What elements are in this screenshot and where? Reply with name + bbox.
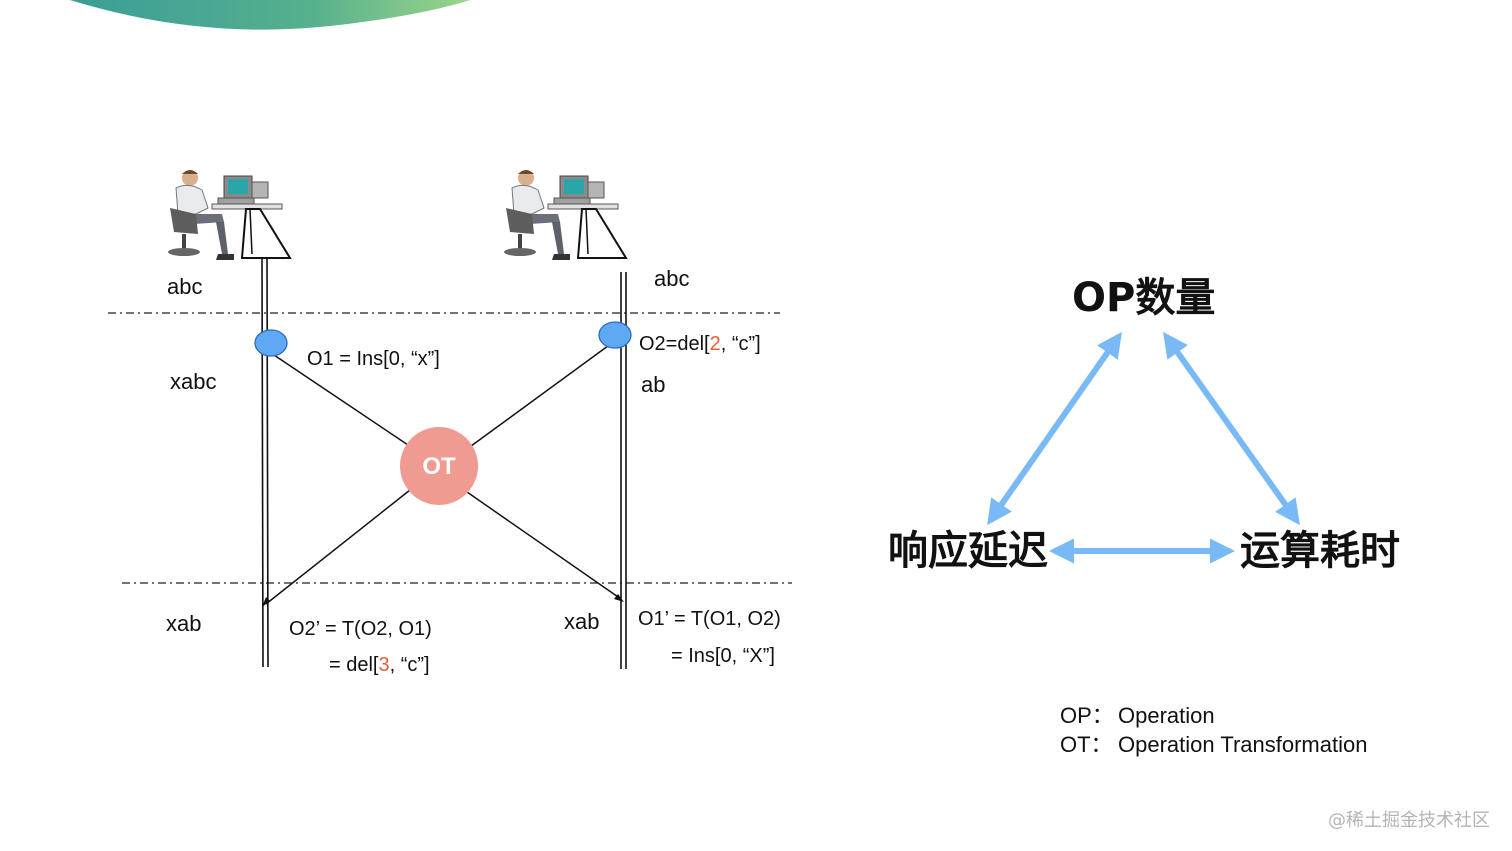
client-b-after-op-state: ab xyxy=(641,372,666,397)
workstation-user-icon xyxy=(168,170,292,260)
client-a-timeline xyxy=(261,255,269,668)
op-o2-transformed-line2: = del[3, “c”] xyxy=(329,655,430,675)
arrow-top-left xyxy=(987,331,1122,526)
ot-label: OT xyxy=(422,453,456,480)
workstation-user-icon xyxy=(504,170,628,260)
arrowhead-to-client-a xyxy=(262,597,270,607)
legend-ot: OT：Operation Transformation xyxy=(1060,734,1367,756)
legend-op-value: Operation xyxy=(1118,703,1215,728)
watermark: @稀土掘金技术社区 xyxy=(1328,810,1490,831)
op-node-o2 xyxy=(598,321,632,349)
client-b-final-state: xab xyxy=(564,609,600,634)
client-a-initial-state: abc xyxy=(167,274,203,299)
client-a-after-op-state: xabc xyxy=(170,369,217,394)
op-o2-label: O2=del[2, “c”] xyxy=(639,334,761,354)
op-o2-prefix: O2=del[ xyxy=(639,333,710,355)
op-o2-suffix: , “c”] xyxy=(720,333,761,355)
op-count-label: OP数量 xyxy=(1072,275,1216,321)
corner-decoration xyxy=(70,0,470,30)
transform-lines xyxy=(265,342,622,605)
legend-ot-value: Operation Transformation xyxy=(1118,732,1368,757)
legend-op: OP：Operation xyxy=(1060,705,1215,727)
op-o2-transformed-prefix: = del[ xyxy=(329,654,379,676)
op-o2-transformed-index: 3 xyxy=(378,654,390,676)
op-o1-transformed-line1: O1’ = T(O1, O2) xyxy=(638,608,781,630)
client-b-initial-state: abc xyxy=(654,266,690,291)
response-latency-label: 响应延迟 xyxy=(888,528,1048,574)
op-node-o1 xyxy=(254,329,288,357)
arrow-top-right xyxy=(1163,331,1300,526)
op-o1-label: O1 = Ins[0, “x”] xyxy=(307,348,440,370)
client-a-final-state: xab xyxy=(166,611,202,636)
legend-ot-key: OT： xyxy=(1060,732,1113,757)
op-o2-transformed-line1: O2’ = T(O2, O1) xyxy=(289,618,432,640)
legend-op-key: OP： xyxy=(1060,703,1114,728)
op-o2-index: 2 xyxy=(709,333,721,355)
op-o1-transformed-line2: = Ins[0, “X”] xyxy=(671,645,775,667)
op-o2-transformed-suffix: , “c”] xyxy=(389,654,430,676)
ot-circle xyxy=(400,427,478,505)
arrowhead-to-client-b xyxy=(614,594,624,602)
computation-time-label: 运算耗时 xyxy=(1240,528,1400,574)
